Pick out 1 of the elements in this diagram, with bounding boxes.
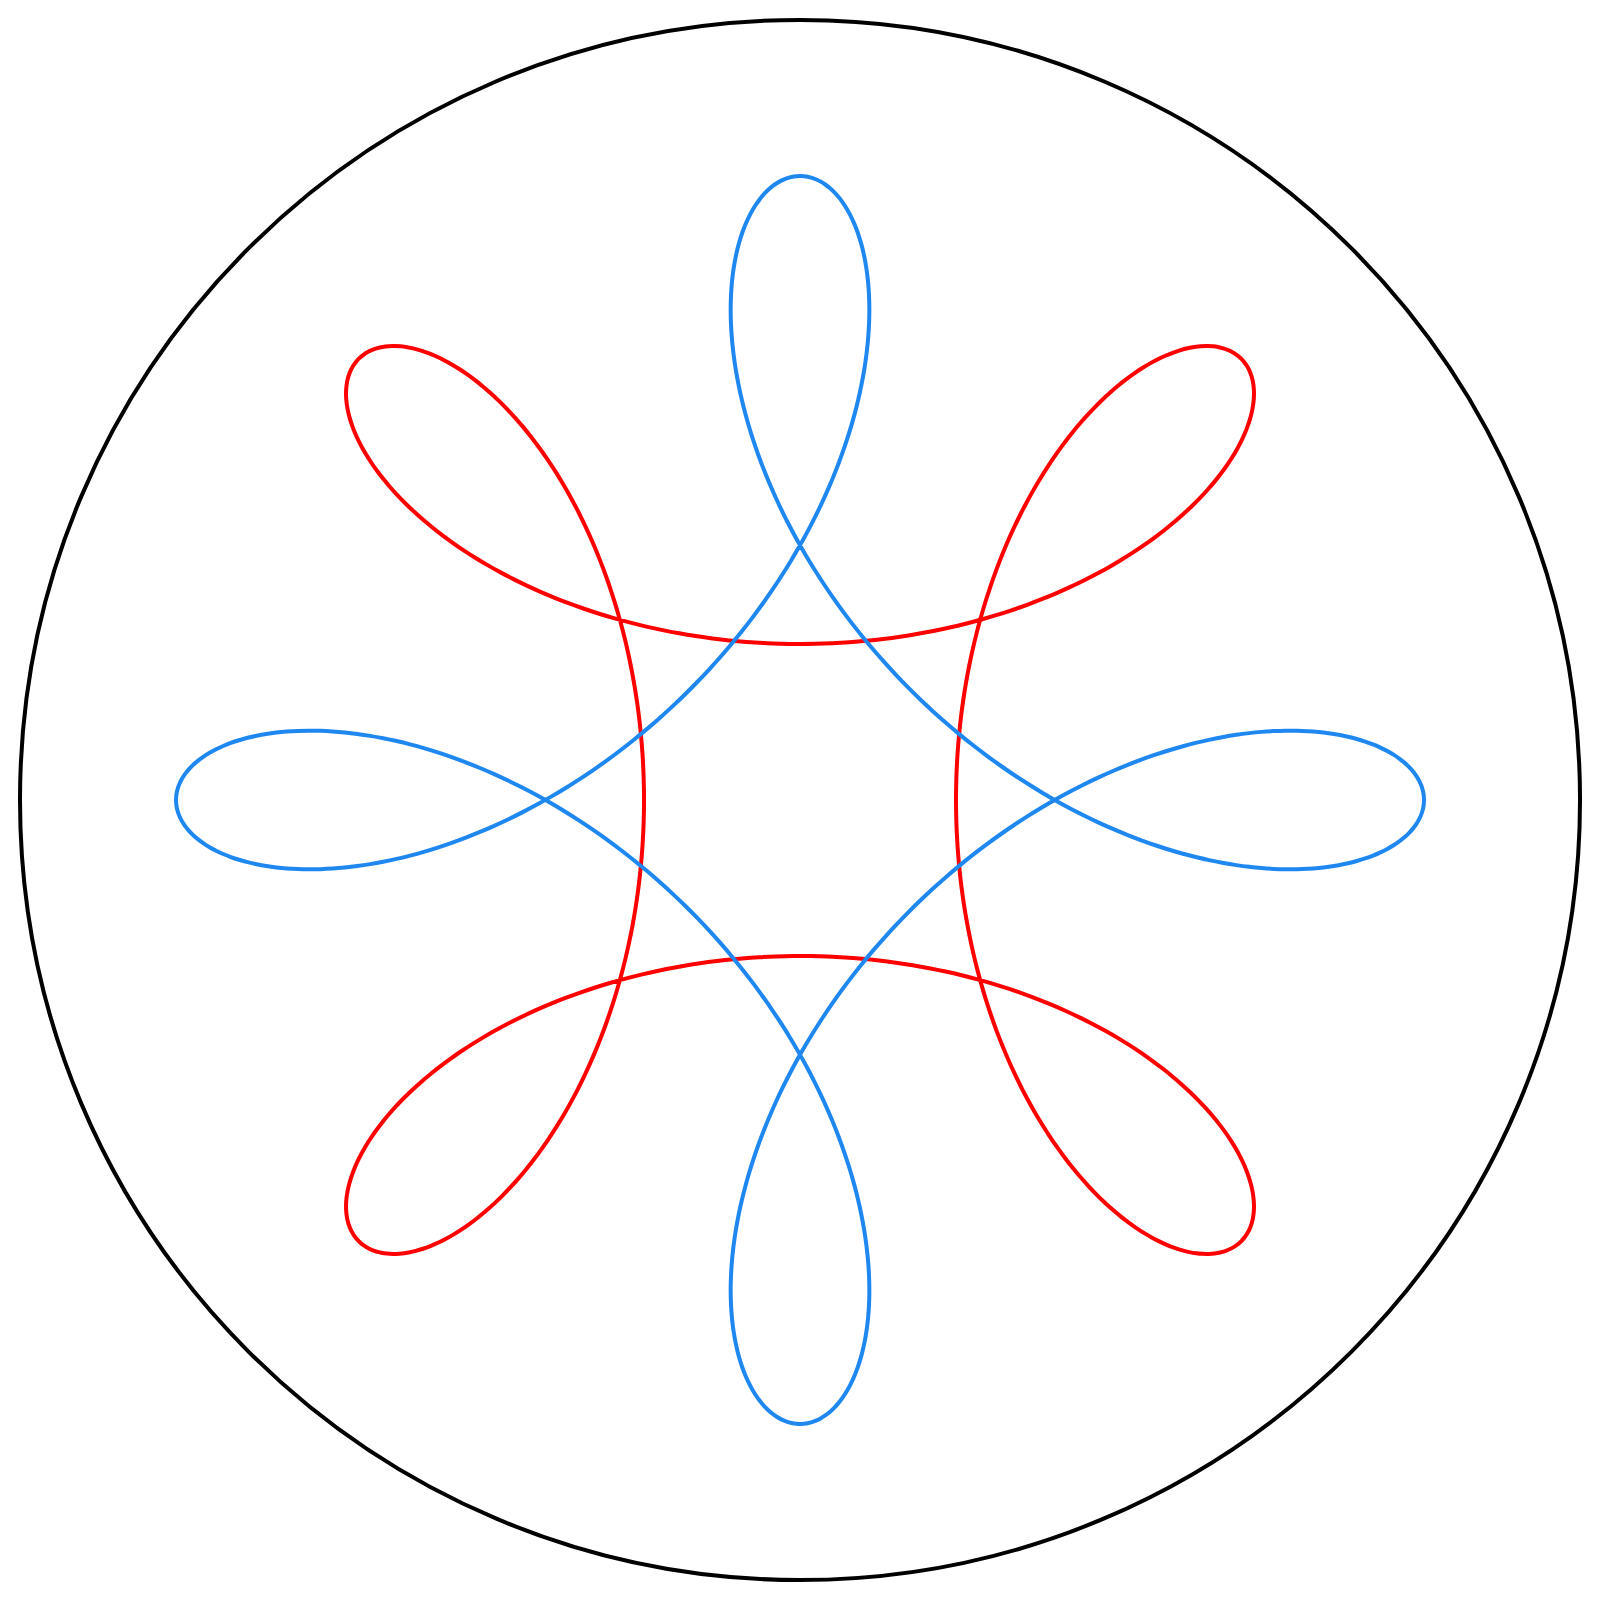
outer-circle	[18, 17, 1583, 1582]
